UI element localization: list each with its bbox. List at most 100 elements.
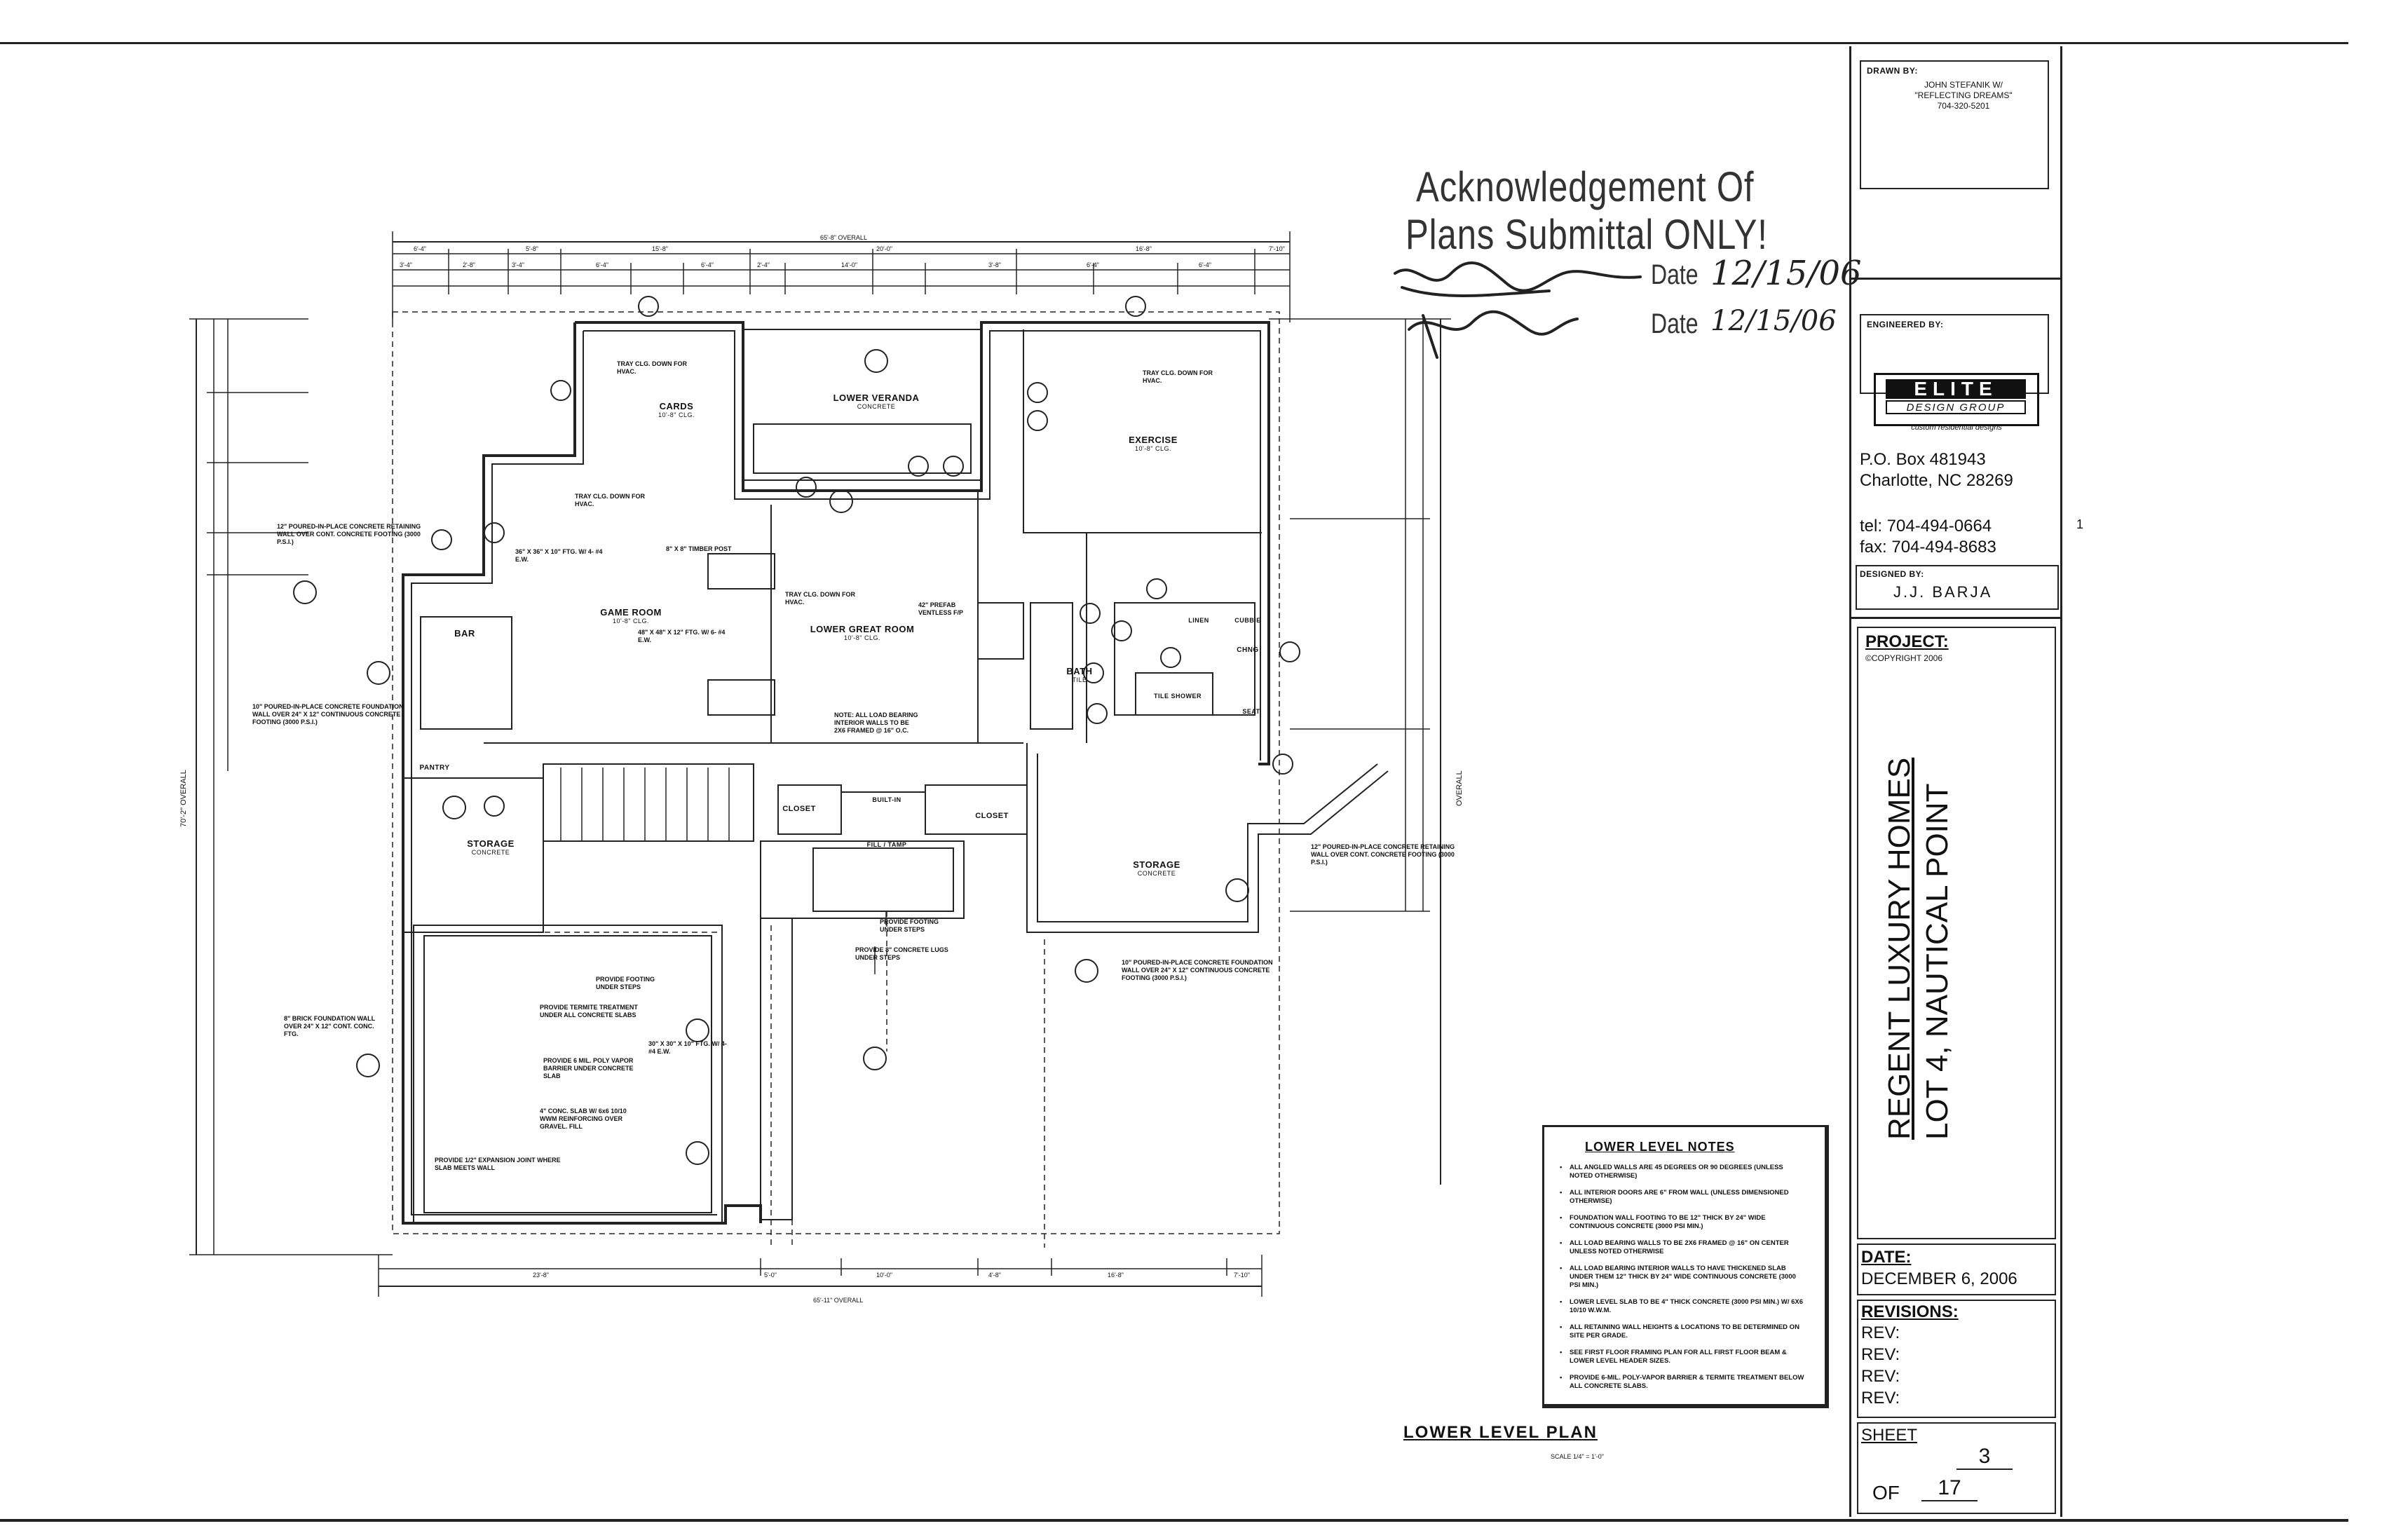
note-timber-post: 8" X 8" TIMBER POST bbox=[666, 545, 732, 552]
bottom-dim-5: 16'-8" bbox=[1108, 1272, 1124, 1279]
overall-left-dim: 70'-2" OVERALL bbox=[179, 770, 188, 827]
top-dim-10: 6'-4" bbox=[596, 261, 608, 268]
sheet-bottom-border bbox=[0, 1519, 2348, 1522]
logo-name: ELITE bbox=[1886, 379, 2026, 399]
note-footing-steps-2: PROVIDE FOOTING UNDER STEPS bbox=[880, 918, 939, 933]
list-item: ALL INTERIOR DOORS ARE 6" FROM WALL (UNL… bbox=[1560, 1189, 1808, 1206]
bottom-dim-6: 7'-10" bbox=[1234, 1272, 1250, 1279]
logo-sub: DESIGN GROUP bbox=[1886, 400, 2026, 414]
bottom-dim-3: 10'-0" bbox=[876, 1272, 892, 1279]
address: P.O. Box 481943 Charlotte, NC 28269 bbox=[1860, 450, 2013, 490]
room-pantry: PANTRY bbox=[419, 764, 450, 772]
sheet-top-border bbox=[0, 42, 2348, 44]
fax: fax: 704-494-8683 bbox=[1860, 538, 1996, 557]
title-block: DRAWN BY: JOHN STEFANIK W/ "REFLECTING D… bbox=[1849, 46, 2062, 1517]
top-dim-11: 6'-4" bbox=[701, 261, 714, 268]
note-footing-1: 36" X 36" X 10" FTG. W/ 4- #4 E.W. bbox=[515, 548, 603, 563]
revision-3: REV: bbox=[1861, 1367, 1900, 1386]
built-in-label: BUILT-IN bbox=[872, 796, 901, 803]
room-cubbie: CUBBIE bbox=[1234, 617, 1261, 624]
engineered-by-label: ENGINEERED BY: bbox=[1867, 320, 1944, 329]
floor-plan-drawing: 70'-2" OVERALL OVERALL bbox=[179, 231, 1464, 1297]
engineered-by-section: ENGINEERED BY: bbox=[1851, 278, 2060, 394]
copyright: ©COPYRIGHT 2006 bbox=[1865, 653, 1942, 663]
drawn-by-label: DRAWN BY: bbox=[1867, 66, 1918, 76]
designed-by-box bbox=[1856, 565, 2059, 610]
list-item: ALL RETAINING WALL HEIGHTS & LOCATIONS T… bbox=[1560, 1323, 1808, 1340]
drawn-by-name: JOHN STEFANIK W/ "REFLECTING DREAMS" 704… bbox=[1914, 80, 2013, 111]
top-dim-1: 6'-4" bbox=[414, 245, 426, 252]
date-box bbox=[1857, 1243, 2056, 1295]
lower-level-notes-list: ALL ANGLED WALLS ARE 45 DEGREES OR 90 DE… bbox=[1560, 1164, 1808, 1399]
project-line-2: LOT 4, NAUTICAL POINT bbox=[1920, 783, 1954, 1140]
note-foundation-wall-2: 10" POURED-IN-PLACE CONCRETE FOUNDATION … bbox=[1122, 959, 1273, 981]
fill-tamp-label: FILL / TAMP bbox=[866, 841, 907, 848]
note-prefab-fireplace: 42" PREFAB VENTLESS F/P bbox=[918, 601, 964, 616]
sheet-number: 3 bbox=[1956, 1445, 2013, 1470]
list-item: LOWER LEVEL SLAB TO BE 4" THICK CONCRETE… bbox=[1560, 1298, 1808, 1315]
date-label: DATE: bbox=[1861, 1248, 1912, 1267]
stamp-line-1: Acknowledgement Of bbox=[1416, 163, 1755, 210]
note-termite: PROVIDE TERMITE TREATMENT UNDER ALL CONC… bbox=[540, 1004, 638, 1018]
sheet-label: SHEET bbox=[1861, 1426, 1918, 1445]
stamp-date-value-2: 12/15/06 bbox=[1710, 305, 1837, 337]
bottom-dim-1: 23'-8" bbox=[533, 1272, 549, 1279]
of-label: OF bbox=[1872, 1482, 1900, 1504]
note-retaining-wall-1: 12" POURED-IN-PLACE CONCRETE RETAINING W… bbox=[277, 523, 421, 545]
drawn-by-section: DRAWN BY: JOHN STEFANIK W/ "REFLECTING D… bbox=[1851, 46, 2060, 280]
note-tray-4: TRAY CLG. DOWN FOR HVAC. bbox=[785, 591, 856, 606]
top-dim-16: 6'-4" bbox=[1199, 261, 1211, 268]
bottom-dim-4: 4'-8" bbox=[988, 1272, 1001, 1279]
note-retaining-wall-2: 12" POURED-IN-PLACE CONCRETE RETAINING W… bbox=[1311, 843, 1455, 866]
note-footing-steps-1: PROVIDE FOOTING UNDER STEPS bbox=[596, 976, 655, 990]
note-brick-foundation: 8" BRICK FOUNDATION WALL OVER 24" X 12" … bbox=[284, 1015, 375, 1037]
note-tray-2: TRAY CLG. DOWN FOR HVAC. bbox=[575, 493, 646, 507]
project-title: REGENT LUXURY HOMES LOT 4, NAUTICAL POIN… bbox=[1881, 747, 2007, 1140]
signatures bbox=[1394, 261, 1642, 359]
elite-logo: ELITE DESIGN GROUP bbox=[1874, 373, 2039, 426]
stamp-date-value-1: 12/15/06 bbox=[1710, 254, 1862, 293]
project-line-1: REGENT LUXURY HOMES bbox=[1882, 757, 1917, 1140]
list-item: PROVIDE 6-MIL. POLY-VAPOR BARRIER & TERM… bbox=[1560, 1374, 1808, 1391]
logo-tagline: custom residential designs bbox=[1911, 423, 2002, 432]
note-footing-2: 48" X 48" X 12" FTG. W/ 6- #4 E.W. bbox=[638, 629, 726, 643]
note-footing-3: 30" X 30" X 10" FTG. W/ 4- #4 E.W. bbox=[648, 1040, 727, 1055]
margin-mark: 1 bbox=[2076, 517, 2084, 531]
note-vapor-barrier: PROVIDE 6 MIL. POLY VAPOR BARRIER UNDER … bbox=[543, 1057, 634, 1079]
list-item: ALL LOAD BEARING INTERIOR WALLS TO HAVE … bbox=[1560, 1265, 1808, 1290]
room-linen: LINEN bbox=[1188, 617, 1209, 624]
divider bbox=[1851, 617, 2060, 619]
note-load-bearing: NOTE: ALL LOAD BEARING INTERIOR WALLS TO… bbox=[834, 711, 918, 734]
note-tray-1: TRAY CLG. DOWN FOR HVAC. bbox=[617, 360, 688, 375]
top-dim-13: 14'-0" bbox=[841, 261, 857, 268]
top-dim-12: 2'-4" bbox=[757, 261, 770, 268]
designed-by-label: DESIGNED BY: bbox=[1860, 569, 1924, 579]
room-closet-2: CLOSET bbox=[975, 812, 1009, 820]
top-dim-15: 6'-4" bbox=[1087, 261, 1099, 268]
revision-2: REV: bbox=[1861, 1345, 1900, 1364]
room-bar: BAR bbox=[454, 628, 475, 639]
revisions-label: REVISIONS: bbox=[1861, 1302, 1959, 1321]
note-foundation-wall-1: 10" POURED-IN-PLACE CONCRETE FOUNDATION … bbox=[252, 703, 404, 725]
stamp-date-label-2: Date bbox=[1651, 308, 1699, 339]
project-box bbox=[1857, 627, 2056, 1239]
revision-1: REV: bbox=[1861, 1323, 1900, 1342]
top-dim-14: 3'-8" bbox=[988, 261, 1001, 268]
top-dim-2: 5'-8" bbox=[526, 245, 538, 252]
stamp-line-2: Plans Submittal ONLY! bbox=[1406, 211, 1768, 258]
top-dim-5: 16'-8" bbox=[1136, 245, 1152, 252]
note-tray-3: TRAY CLG. DOWN FOR HVAC. bbox=[1143, 369, 1213, 384]
sheet-total: 17 bbox=[1921, 1476, 1978, 1501]
list-item: FOUNDATION WALL FOOTING TO BE 12" THICK … bbox=[1560, 1214, 1808, 1231]
revisions-box bbox=[1857, 1300, 2056, 1418]
list-item: SEE FIRST FLOOR FRAMING PLAN FOR ALL FIR… bbox=[1560, 1349, 1808, 1365]
list-item: ALL LOAD BEARING WALLS TO BE 2X6 FRAMED … bbox=[1560, 1239, 1808, 1256]
designed-by-name: J.J. BARJA bbox=[1893, 583, 1993, 601]
top-dim-4: 20'-0" bbox=[876, 245, 892, 252]
